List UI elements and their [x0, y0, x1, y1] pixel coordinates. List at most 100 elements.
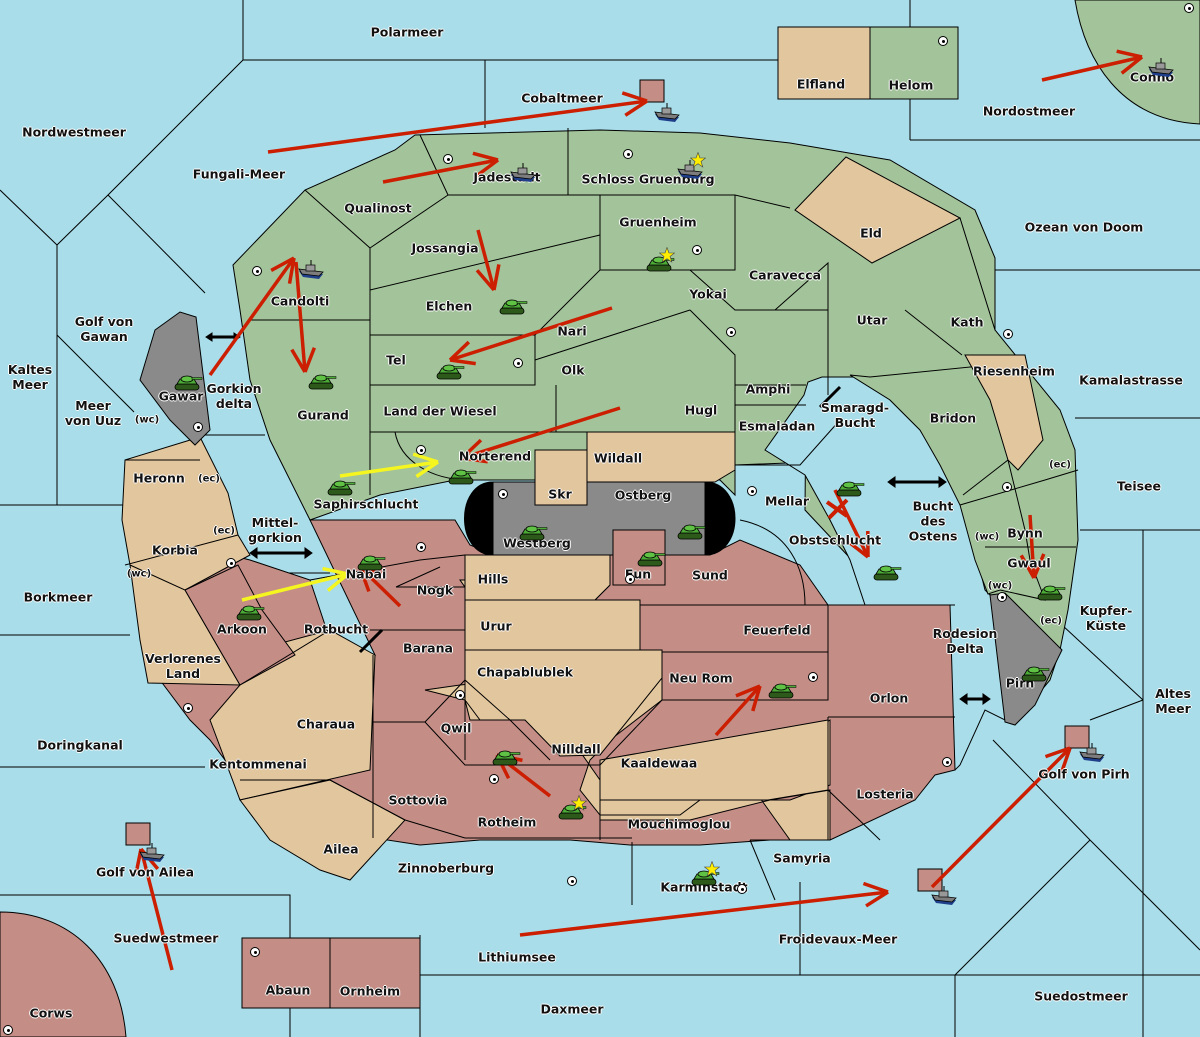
region-label[interactable]: Utar: [856, 312, 888, 328]
supply-center-icon: [513, 358, 523, 368]
region-label[interactable]: Charaua: [296, 716, 356, 732]
region-label[interactable]: Amphi: [745, 381, 791, 397]
region-label[interactable]: Orlon: [869, 690, 909, 706]
region-label[interactable]: Elchen: [425, 298, 473, 314]
region-label[interactable]: Lithiumsee: [478, 949, 556, 965]
region-label[interactable]: Ozean von Doom: [1024, 219, 1144, 235]
region-label[interactable]: Golf von Pirh: [1038, 766, 1130, 782]
region-label[interactable]: Kath: [950, 314, 984, 330]
region-label[interactable]: Sottovia: [388, 792, 448, 808]
region-label[interactable]: Helom: [888, 77, 934, 93]
region-label[interactable]: Losteria: [856, 786, 914, 802]
region-label[interactable]: Bridon: [929, 410, 977, 426]
region-label[interactable]: Tel: [386, 352, 406, 368]
region-label[interactable]: Bynn: [1007, 525, 1043, 541]
region-label[interactable]: Karminstadt: [660, 879, 748, 895]
region-label[interactable]: Gawar: [158, 388, 204, 404]
strait-arrows: [205, 332, 991, 705]
region-label[interactable]: Barana: [403, 640, 453, 656]
region-label[interactable]: Rotheim: [477, 814, 537, 830]
region-label[interactable]: Zinnoberburg: [397, 860, 495, 876]
region-label[interactable]: Qwil: [440, 720, 472, 736]
region-label[interactable]: Kaaldewaa: [620, 755, 698, 771]
supply-center-icon: [455, 690, 465, 700]
region-label[interactable]: Caravecca: [748, 267, 822, 283]
order-arrow: [930, 746, 1072, 889]
region-label[interactable]: Ornheim: [339, 983, 401, 999]
region-label[interactable]: Neu Rom: [669, 670, 733, 686]
region-label[interactable]: Gruenheim: [619, 214, 697, 230]
coast-label: (ec): [198, 473, 220, 485]
region-label[interactable]: Saphirschlucht: [313, 496, 419, 512]
region-label[interactable]: Obstschlucht: [788, 532, 882, 548]
region-label[interactable]: Wildall: [593, 450, 643, 466]
region-label[interactable]: Nari: [557, 323, 587, 339]
region-label[interactable]: Jossangia: [411, 240, 479, 256]
region-label[interactable]: Mouchimoglou: [627, 816, 731, 832]
region-label[interactable]: Samyria: [773, 850, 831, 866]
region-label[interactable]: Smaragd-Bucht: [820, 400, 890, 430]
region-label[interactable]: Olk: [561, 362, 585, 378]
region-label[interactable]: Gurand: [297, 407, 349, 423]
region-label[interactable]: Qualinost: [344, 200, 412, 216]
region-label[interactable]: Heronn: [133, 470, 185, 486]
region-label[interactable]: Kupfer-Küste: [1079, 603, 1133, 633]
coast-label: (ec): [213, 525, 235, 537]
region-label[interactable]: Ailea: [323, 841, 359, 857]
region-label[interactable]: Mellar: [764, 493, 810, 509]
region-label[interactable]: Kamalastrasse: [1079, 372, 1183, 388]
region-label[interactable]: Eld: [860, 225, 882, 241]
region-label[interactable]: Rotbucht: [303, 621, 369, 637]
region-label[interactable]: Hugl: [684, 402, 718, 418]
region-label[interactable]: Riesenheim: [973, 363, 1055, 379]
region-label[interactable]: Arkoon: [217, 621, 267, 637]
region-label[interactable]: Kentommenai: [209, 756, 307, 772]
region-label[interactable]: Nilldall: [551, 741, 601, 757]
region-label[interactable]: Froidevaux-Meer: [778, 931, 898, 947]
region-label[interactable]: Skr: [548, 486, 572, 502]
order-arrow: [339, 452, 439, 478]
region-label[interactable]: Fungali-Meer: [192, 166, 286, 182]
region-label[interactable]: Polarmeer: [370, 24, 444, 40]
supply-center-icon: [1003, 329, 1013, 339]
region-label[interactable]: Nogk: [416, 582, 454, 598]
region-label[interactable]: Corws: [29, 1005, 73, 1021]
region-label[interactable]: Hills: [477, 571, 509, 587]
region-label[interactable]: Mittel-gorkion: [248, 515, 302, 545]
region-label[interactable]: Teisee: [1116, 478, 1162, 494]
region-label[interactable]: Doringkanal: [37, 737, 123, 753]
region-label[interactable]: Feuerfeld: [743, 622, 811, 638]
region-label[interactable]: Suedostmeer: [1034, 988, 1128, 1004]
region-label[interactable]: Korbia: [152, 542, 198, 558]
region-label[interactable]: Westberg: [503, 535, 571, 551]
region-label[interactable]: Yokai: [689, 286, 727, 302]
region-label[interactable]: Gwaul: [1007, 555, 1051, 571]
region-label[interactable]: Cobaltmeer: [521, 90, 603, 106]
region-label[interactable]: Borkmeer: [23, 589, 93, 605]
region-label[interactable]: Nordwestmeer: [22, 124, 126, 140]
region-label[interactable]: Land der Wiesel: [383, 403, 497, 419]
region-label[interactable]: Golf von Ailea: [95, 864, 195, 880]
order-arrow: [290, 261, 316, 373]
region-label[interactable]: Abaun: [265, 982, 311, 998]
region-label[interactable]: Suedwestmeer: [113, 930, 219, 946]
region-label[interactable]: Daxmeer: [540, 1001, 604, 1017]
region-label[interactable]: Nordostmeer: [982, 103, 1076, 119]
region-label[interactable]: Candolti: [270, 293, 330, 309]
region-label[interactable]: Norterend: [458, 448, 532, 464]
region-label[interactable]: Elfland: [796, 76, 846, 92]
region-label[interactable]: Esmaladan: [738, 418, 816, 434]
region-label[interactable]: Ostberg: [614, 487, 672, 503]
region-label[interactable]: Urur: [480, 618, 512, 634]
region-label[interactable]: Chapablublek: [476, 664, 574, 680]
region-label[interactable]: Sund: [692, 567, 728, 583]
